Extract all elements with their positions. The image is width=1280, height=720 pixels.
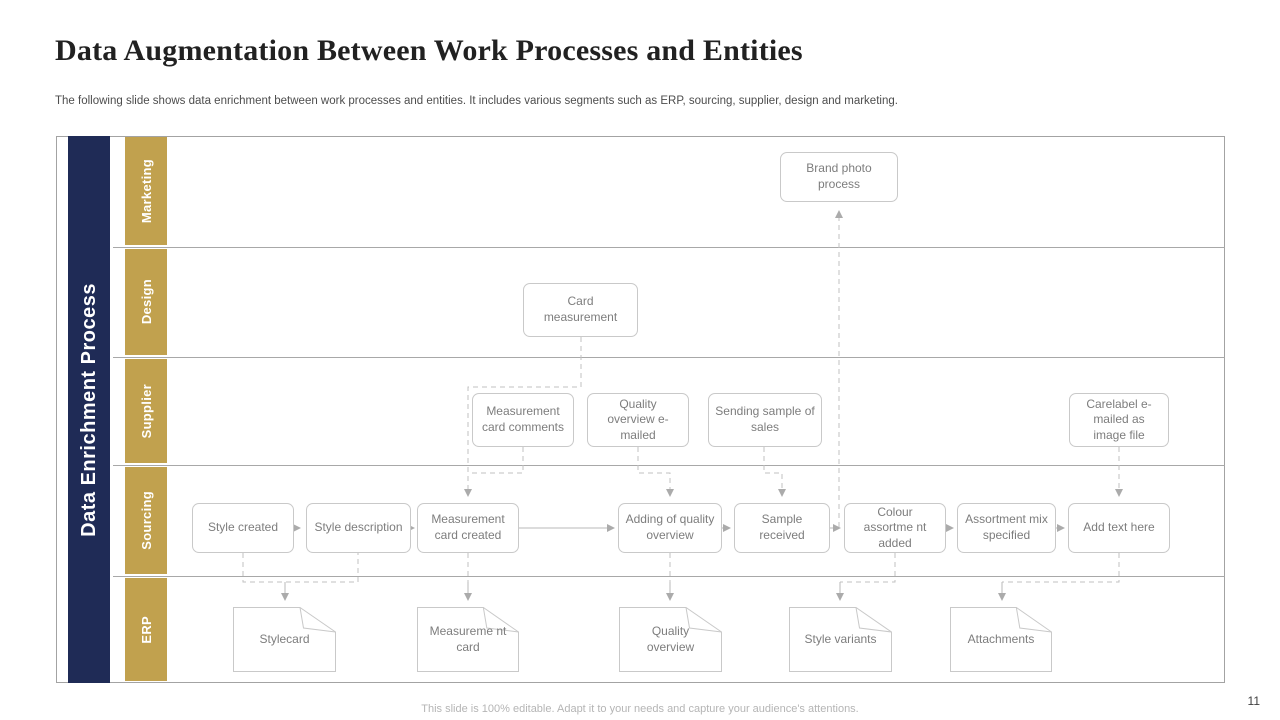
footer-note: This slide is 100% editable. Adapt it to…	[421, 703, 859, 715]
node-carelabel-emailed: Carelabel e-mailed as image file	[1069, 393, 1169, 447]
node-card-measurement: Card measurement	[523, 283, 638, 337]
node-sample-received: Sample received	[734, 503, 830, 553]
lane-header-sourcing: Sourcing	[125, 467, 167, 574]
lane-divider	[113, 357, 1225, 358]
node-assortment-mix-specified: Assortment mix specified	[957, 503, 1056, 553]
node-adding-of-quality-overview: Adding of quality overview	[618, 503, 722, 553]
node-stylecard-document: Stylecard	[233, 607, 336, 672]
connector-card-comments-down	[468, 447, 524, 474]
lane-header-design: Design	[125, 249, 167, 355]
document-label: Attachments	[967, 631, 1035, 646]
node-quality-overview-document: Quality overview	[619, 607, 722, 672]
connector-card-measurement-down	[464, 337, 582, 497]
connector-colour-down	[840, 553, 896, 583]
node-style-description: Style description	[306, 503, 411, 553]
lane-header-supplier: Supplier	[125, 359, 167, 463]
document-label: Style variants	[804, 631, 877, 646]
document-shape-icon	[950, 607, 1052, 672]
document-shape-icon	[619, 607, 722, 672]
node-measurement-card-document: Measureme nt card	[417, 607, 519, 672]
node-attachments-document: Attachments	[950, 607, 1052, 672]
document-label: Measureme nt card	[429, 623, 507, 654]
connector-quality-emailed-down	[637, 447, 674, 497]
connector-sending-sample-down	[763, 447, 786, 497]
node-measurement-card-created: Measurement card created	[417, 503, 519, 553]
node-sending-sample-of-sales: Sending sample of sales	[708, 393, 822, 447]
page-title: Data Augmentation Between Work Processes…	[55, 34, 803, 67]
lane-divider	[113, 247, 1225, 248]
connector-styles-to-stylecard	[242, 553, 359, 583]
document-shape-icon	[789, 607, 892, 672]
node-add-text-here: Add text here	[1068, 503, 1170, 553]
node-style-variants-document: Style variants	[789, 607, 892, 672]
page-subtitle: The following slide shows data enrichmen…	[55, 95, 898, 107]
document-label: Stylecard	[259, 631, 310, 646]
node-measurement-card-comments: Measurement card comments	[472, 393, 574, 447]
node-style-created: Style created	[192, 503, 294, 553]
swimlane-frame	[56, 136, 1225, 683]
document-shape-icon	[417, 607, 519, 672]
lane-divider	[113, 465, 1225, 466]
lane-divider	[113, 576, 1225, 577]
lane-header-erp: ERP	[125, 578, 167, 681]
node-quality-overview-emailed: Quality overview e-mailed	[587, 393, 689, 447]
document-shape-icon	[233, 607, 336, 672]
node-colour-assortment-added: Colour assortme nt added	[844, 503, 946, 553]
page-number: 11	[1247, 694, 1260, 708]
process-title-bar: Data Enrichment Process	[68, 136, 110, 683]
document-label: Quality overview	[646, 623, 695, 654]
lane-header-marketing: Marketing	[125, 137, 167, 245]
node-brand-photo-process: Brand photo process	[780, 152, 898, 202]
connector-add-text-down	[1002, 553, 1120, 583]
